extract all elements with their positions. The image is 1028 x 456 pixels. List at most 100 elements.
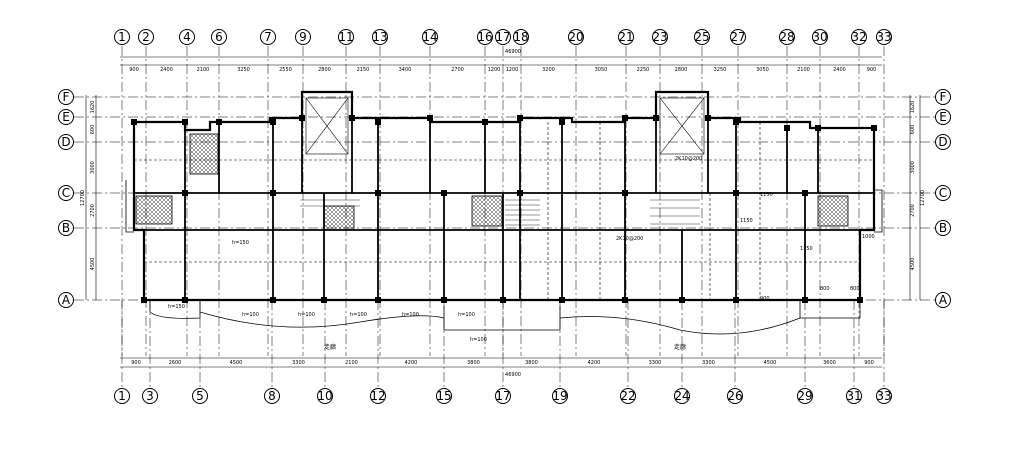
axis-bubble: 7 <box>260 29 276 45</box>
axis-bubble: E <box>58 109 74 125</box>
column-block <box>815 125 821 131</box>
dimension-value: 2700 <box>910 204 916 217</box>
dimension-value: 600 <box>910 125 916 135</box>
column-block <box>733 297 739 303</box>
svg-text:19: 19 <box>552 389 567 403</box>
svg-text:6: 6 <box>215 30 223 44</box>
axis-bubble: 4 <box>179 29 195 45</box>
note-label: 1000 <box>862 234 875 240</box>
interior-walls <box>134 118 874 300</box>
column-block <box>375 119 381 125</box>
axis-bubble: 25 <box>694 29 710 45</box>
dimension-value: 2100 <box>797 67 810 73</box>
column-block <box>216 119 222 125</box>
dimension-value: 3300 <box>292 360 305 366</box>
dimension-value: 2100 <box>197 67 210 73</box>
axis-bubble: 16 <box>477 29 493 45</box>
corridor-label-left: 走廊 <box>324 343 336 351</box>
column-block <box>622 190 628 196</box>
axis-bubble: E <box>935 109 951 125</box>
column-block <box>270 190 276 196</box>
dimension-value: 900 <box>131 360 141 366</box>
overall-dimension-top: 46900 <box>505 49 521 55</box>
axis-bubble: A <box>58 292 74 308</box>
axis-bubble: 20 <box>568 29 584 45</box>
column-block <box>653 115 659 121</box>
overall-dimension-right: 12700 <box>920 190 926 206</box>
svg-text:28: 28 <box>779 30 794 44</box>
slab-label: h=100 <box>470 337 487 343</box>
svg-text:2: 2 <box>142 30 150 44</box>
svg-text:10: 10 <box>317 389 332 403</box>
column-block <box>482 119 488 125</box>
svg-text:C: C <box>62 186 70 200</box>
slab-label: h=100 <box>298 312 315 318</box>
axis-bubble: D <box>58 134 74 150</box>
dimension-value: 3300 <box>649 360 662 366</box>
axis-bubble: C <box>58 185 74 201</box>
axis-bubble: B <box>935 220 951 236</box>
note-label: 800 <box>820 286 830 292</box>
hatched-areas <box>135 133 849 231</box>
columns <box>131 115 877 303</box>
axis-bubble: 21 <box>618 29 634 45</box>
axis-bubble: A <box>935 292 951 308</box>
elevator-shafts <box>305 97 705 155</box>
column-block <box>802 190 808 196</box>
column-block <box>299 115 305 121</box>
svg-text:20: 20 <box>568 30 583 44</box>
svg-text:1: 1 <box>118 30 126 44</box>
column-block <box>871 125 877 131</box>
axis-bubble: 10 <box>317 388 333 404</box>
svg-text:33: 33 <box>876 389 891 403</box>
overall-dimension-left: 12700 <box>80 190 86 206</box>
axis-bubble: 31 <box>846 388 862 404</box>
column-block <box>679 297 685 303</box>
axis-bubble: 6 <box>211 29 227 45</box>
dimension-value: 4500 <box>230 360 243 366</box>
column-block <box>321 297 327 303</box>
dimension-value: 2550 <box>279 67 292 73</box>
dimension-value: 2800 <box>318 67 331 73</box>
svg-text:18: 18 <box>513 30 528 44</box>
svg-text:13: 13 <box>372 30 387 44</box>
column-block <box>441 297 447 303</box>
axis-bubble: 24 <box>674 388 690 404</box>
axis-bubble: 32 <box>851 29 867 45</box>
column-block <box>517 190 523 196</box>
dimension-value: 4200 <box>588 360 601 366</box>
axis-bubble: F <box>935 89 951 105</box>
axis-bubble: 29 <box>797 388 813 404</box>
column-block <box>270 119 276 125</box>
svg-text:D: D <box>61 135 70 149</box>
svg-text:C: C <box>939 186 947 200</box>
dimension-value: 900 <box>867 67 877 73</box>
slab-label: h=100 <box>242 312 259 318</box>
svg-text:32: 32 <box>851 30 866 44</box>
column-block <box>784 125 790 131</box>
svg-text:33: 33 <box>876 30 891 44</box>
dimension-value: 2700 <box>90 204 96 217</box>
dimension-value: 2800 <box>675 67 688 73</box>
column-block <box>622 297 628 303</box>
axis-bubble: 22 <box>620 388 636 404</box>
dimension-value: 3800 <box>525 360 538 366</box>
slab-label: h=100 <box>458 312 475 318</box>
svg-text:25: 25 <box>694 30 709 44</box>
axis-bubble: D <box>935 134 951 150</box>
svg-text:B: B <box>62 221 70 235</box>
dimension-value: 600 <box>90 125 96 135</box>
dimension-value: 2700 <box>451 67 464 73</box>
svg-text:14: 14 <box>422 30 437 44</box>
dimension-lines <box>85 56 921 368</box>
svg-text:30: 30 <box>812 30 827 44</box>
dimension-value: 2100 <box>345 360 358 366</box>
dimension-value: 900 <box>864 360 874 366</box>
svg-text:D: D <box>938 135 947 149</box>
note-label: 2K10@200 <box>675 156 702 162</box>
